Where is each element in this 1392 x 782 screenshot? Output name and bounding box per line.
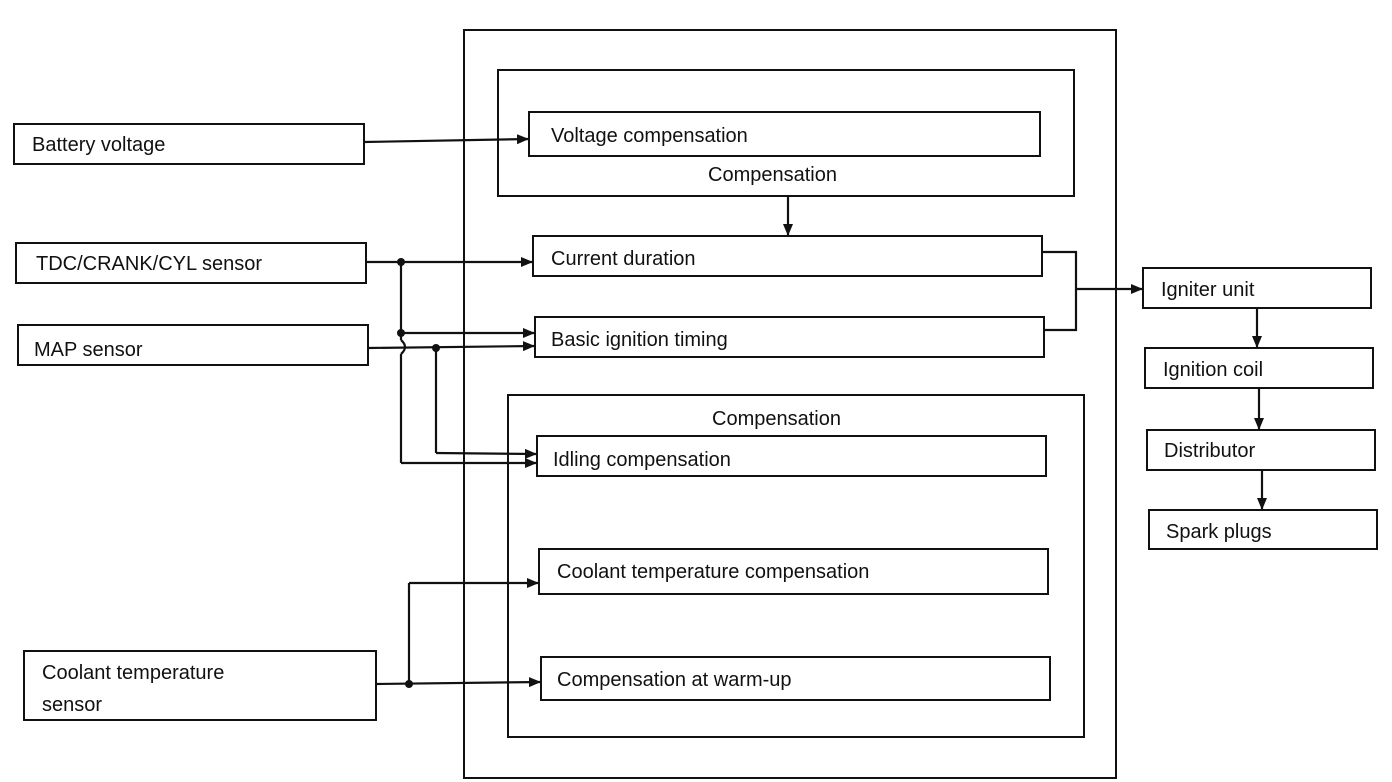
coolant-temperature-sensor-label-line2: sensor xyxy=(42,694,102,716)
ecu-outer-frame xyxy=(463,29,1117,779)
compensation-at-warm-up-box xyxy=(540,656,1051,701)
compensation-at-warm-up-label: Compensation at warm-up xyxy=(557,669,792,691)
battery-voltage-label: Battery voltage xyxy=(32,134,165,156)
current-duration-output-line xyxy=(1042,250,1078,332)
coolant-junction-dot xyxy=(405,680,413,688)
map-junction-dot xyxy=(432,344,440,352)
coolant-temperature-sensor-label-line1: Coolant temperature xyxy=(42,662,224,684)
map-to-basic-timing-arrow xyxy=(367,341,536,352)
coolant-to-warm-up-arrow xyxy=(375,677,542,688)
ignition-coil-label: Ignition coil xyxy=(1163,359,1263,381)
distributor-label: Distributor xyxy=(1164,440,1255,462)
tdc-junction-dot-1 xyxy=(397,258,405,266)
coolant-temperature-compensation-box xyxy=(538,548,1049,595)
spark-plugs-label: Spark plugs xyxy=(1166,521,1272,543)
tdc-crank-cyl-sensor-label: TDC/CRANK/CYL sensor xyxy=(36,253,262,275)
lower-compensation-caption: Compensation xyxy=(712,408,841,430)
voltage-compensation-box xyxy=(528,111,1041,157)
map-sensor-label: MAP sensor xyxy=(34,339,143,361)
basic-ignition-timing-box xyxy=(534,316,1045,358)
map-to-idling-arrow xyxy=(435,448,538,459)
idling-compensation-label: Idling compensation xyxy=(553,449,731,471)
battery-to-voltage-comp-arrow xyxy=(363,134,530,145)
idling-compensation-box xyxy=(536,435,1047,477)
ignition-coil-box xyxy=(1144,347,1374,389)
coolant-temperature-sensor-box xyxy=(23,650,377,721)
voltage-compensation-label: Voltage compensation xyxy=(551,125,748,147)
basic-ignition-timing-label: Basic ignition timing xyxy=(551,329,728,351)
battery-voltage-box xyxy=(13,123,365,165)
lower-compensation-group xyxy=(507,394,1085,738)
map-sensor-box xyxy=(17,324,369,366)
current-duration-box xyxy=(532,235,1043,277)
igniter-unit-label: Igniter unit xyxy=(1161,279,1255,301)
tdc-junction-dot-2 xyxy=(397,329,405,337)
upper-compensation-caption: Compensation xyxy=(708,164,837,186)
current-duration-label: Current duration xyxy=(551,248,696,270)
coolant-temperature-compensation-label: Coolant temperature compensation xyxy=(557,561,869,583)
upper-compensation-group xyxy=(497,69,1075,197)
